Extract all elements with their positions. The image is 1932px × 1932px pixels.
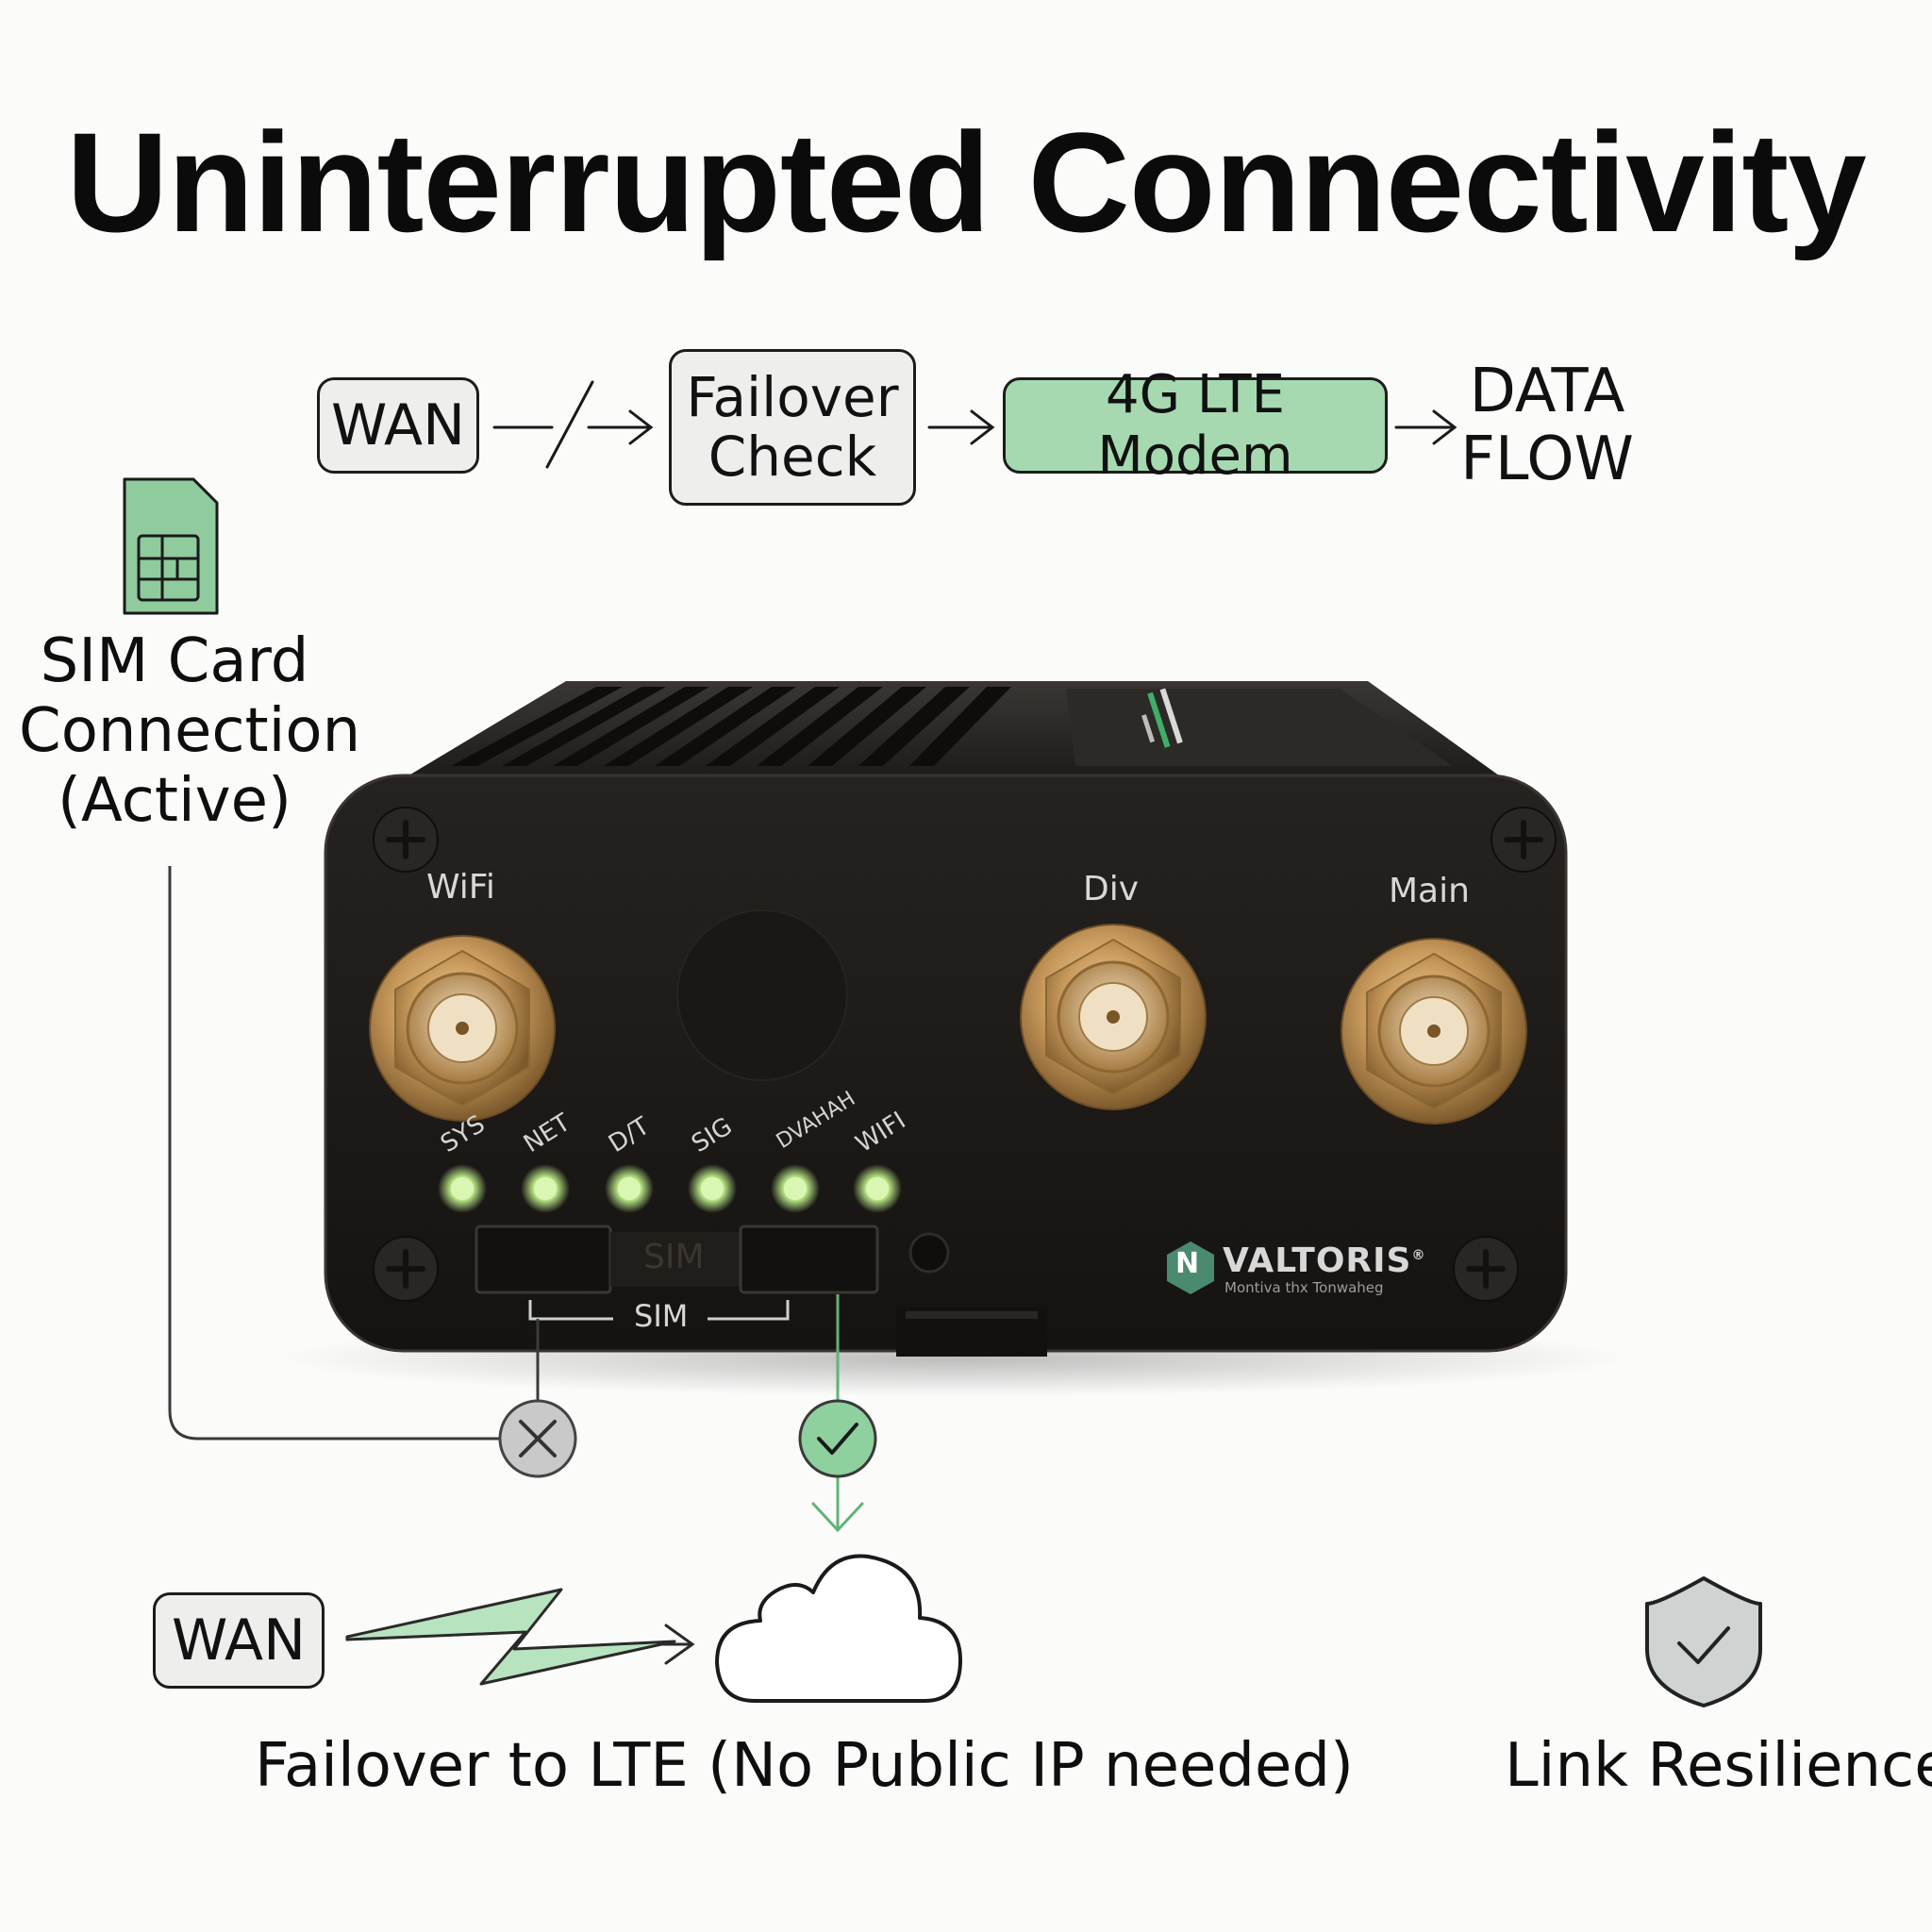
brand-tagline: Montiva thx Tonwaheg bbox=[1224, 1279, 1384, 1296]
port-label-wifi: WiFi bbox=[426, 868, 495, 907]
data-flow-line2: FLOW bbox=[1460, 424, 1634, 494]
sim-card-label: SIM Card Connection (Active) bbox=[19, 626, 361, 837]
lightning-icon bbox=[345, 1588, 695, 1686]
resilience-caption: Link Resilience bbox=[1505, 1731, 1932, 1801]
brand-registered-mark: ® bbox=[1411, 1248, 1426, 1263]
shield-icon bbox=[1645, 1576, 1762, 1707]
wifi-antenna-connector bbox=[369, 935, 556, 1122]
reset-button bbox=[908, 1232, 950, 1274]
status-leds bbox=[438, 1164, 902, 1213]
main-antenna-connector bbox=[1341, 938, 1527, 1124]
port-label-div: Div bbox=[1083, 870, 1140, 908]
bottom-wan-box: WAN bbox=[153, 1592, 325, 1689]
failed-x-icon bbox=[498, 1399, 577, 1478]
sim-card-line2: Connection bbox=[19, 696, 361, 767]
data-flow-line1: DATA bbox=[1469, 357, 1625, 426]
sim-slot-label: SIM bbox=[643, 1238, 705, 1276]
sim-card-line3: (Active) bbox=[58, 766, 291, 837]
brand-initial: N bbox=[1175, 1247, 1200, 1280]
wan-label: WAN bbox=[331, 392, 465, 458]
lte-modem-label: 4G LTE Modem bbox=[1097, 364, 1293, 487]
data-flow-label: DATA FLOW bbox=[1453, 358, 1641, 493]
wan-box: WAN bbox=[317, 377, 479, 474]
failover-check-box: Failover Check bbox=[669, 349, 916, 506]
sim-card-line1: SIM Card bbox=[40, 626, 309, 696]
cloud-icon bbox=[715, 1554, 962, 1703]
brand-logo-icon bbox=[1167, 1241, 1214, 1294]
sim-slot-2 bbox=[739, 1224, 879, 1294]
router-device bbox=[324, 681, 1568, 1357]
failover-line1: Failover bbox=[686, 365, 899, 430]
failover-caption: Failover to LTE (No Public IP needed) bbox=[255, 1731, 1354, 1801]
bottom-wan-label: WAN bbox=[172, 1607, 306, 1674]
sim-slot-1 bbox=[475, 1224, 612, 1294]
sim-card-icon bbox=[123, 477, 219, 615]
brand-name: VALTORIS® bbox=[1223, 1241, 1425, 1280]
port-label-main: Main bbox=[1389, 872, 1470, 910]
page-title: Uninterrupted Connectivity bbox=[66, 103, 1866, 261]
div-antenna-connector bbox=[1020, 924, 1207, 1110]
flow-arrows bbox=[492, 380, 1457, 469]
failover-line2: Check bbox=[708, 425, 877, 489]
sim-bracket-label: SIM bbox=[634, 1298, 689, 1334]
lte-modem-box: 4G LTE Modem bbox=[1003, 364, 1388, 487]
active-check-icon bbox=[798, 1399, 877, 1478]
brand-name-text: VALTORIS bbox=[1223, 1241, 1412, 1280]
